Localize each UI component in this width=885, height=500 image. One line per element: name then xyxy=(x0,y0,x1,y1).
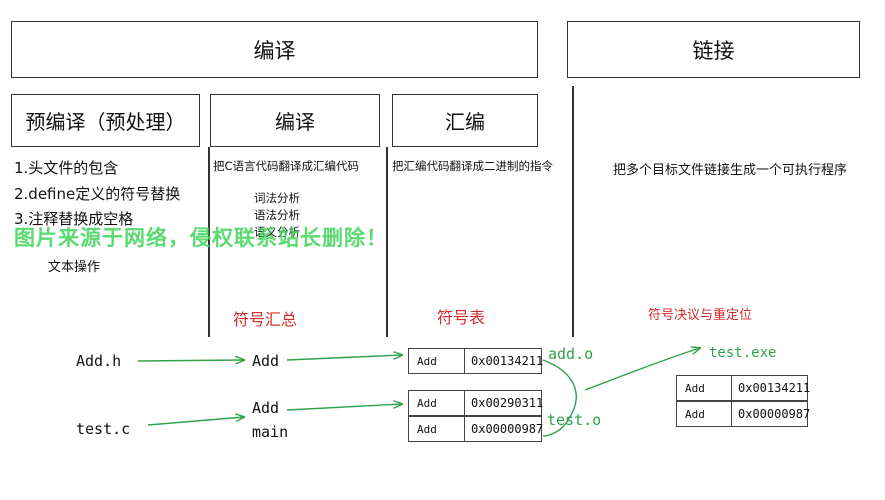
test-exe-label: test.exe xyxy=(709,345,777,361)
link-desc: 把多个目标文件链接生成一个可执行程序 xyxy=(613,163,848,178)
compile-desc: 把C语言代码翻译成汇编代码 xyxy=(213,159,360,173)
compile-item-1: 词法分析 xyxy=(254,191,300,205)
arrow-addh-to-add xyxy=(137,360,244,361)
compile-header-box: 编译 xyxy=(11,21,538,78)
divider-1 xyxy=(208,147,210,337)
test-o-row2-name: Add xyxy=(408,416,465,442)
arrow-add-to-testo xyxy=(286,404,402,411)
arrow-add-to-addo xyxy=(286,355,402,361)
watermark-text: 图片来源于网络，侵权联系站长删除！ xyxy=(14,226,388,250)
compile-item-3: 语义分析 xyxy=(254,225,300,239)
compile-item-2: 语法分析 xyxy=(254,208,300,222)
assemble-label: 汇编 xyxy=(445,110,485,134)
assemble-desc: 把汇编代码翻译成二进制的指令 xyxy=(392,159,553,173)
precompile-item-2: 2.define定义的符号替换 xyxy=(14,185,181,203)
link-header-label: 链接 xyxy=(692,38,735,63)
test-o-row1-name: Add xyxy=(408,390,465,416)
link-header-box: 链接 xyxy=(567,21,860,78)
file-test-c: test.c xyxy=(76,420,131,438)
compile-stage-box: 编译 xyxy=(210,94,380,147)
compile-header-label: 编译 xyxy=(253,38,296,63)
test-o-label: test.o xyxy=(547,411,602,429)
add-o-row-addr: 0x00134211 xyxy=(464,348,543,374)
arrow-testc-to-add xyxy=(147,417,244,426)
exe-row2-addr: 0x00000987 xyxy=(731,401,810,427)
compile-stage-label: 编译 xyxy=(275,110,315,134)
precompile-box: 预编译（预处理） xyxy=(11,94,200,147)
test-o-row1-addr: 0x00290311 xyxy=(464,390,543,416)
symbol-table-label: 符号表 xyxy=(437,308,486,327)
symbol-test-c-add: Add xyxy=(252,399,280,417)
symbol-summary-label: 符号汇总 xyxy=(233,310,298,329)
precompile-item-1: 1.头文件的包含 xyxy=(14,159,119,177)
precompile-label: 预编译（预处理） xyxy=(25,110,186,134)
test-o-row2-addr: 0x00000987 xyxy=(464,416,543,442)
symbol-resolution-label: 符号决议与重定位 xyxy=(648,308,753,323)
symbol-test-c-main: main xyxy=(252,423,289,441)
precompile-note: 文本操作 xyxy=(48,260,101,275)
divider-2 xyxy=(386,147,388,337)
divider-3 xyxy=(572,86,574,337)
add-o-label: add.o xyxy=(548,345,594,363)
exe-row1-name: Add xyxy=(676,375,732,401)
arrow-merge-to-exe xyxy=(584,348,700,391)
exe-row2-name: Add xyxy=(676,401,732,427)
assemble-box: 汇编 xyxy=(392,94,538,147)
exe-row1-addr: 0x00134211 xyxy=(731,375,810,401)
file-add-h: Add.h xyxy=(76,352,122,370)
precompile-item-3: 3.注释替换成空格 xyxy=(14,210,134,228)
add-o-row-name: Add xyxy=(408,348,465,374)
merge-curve-top xyxy=(542,359,577,437)
symbol-add-h-add: Add xyxy=(252,352,280,370)
